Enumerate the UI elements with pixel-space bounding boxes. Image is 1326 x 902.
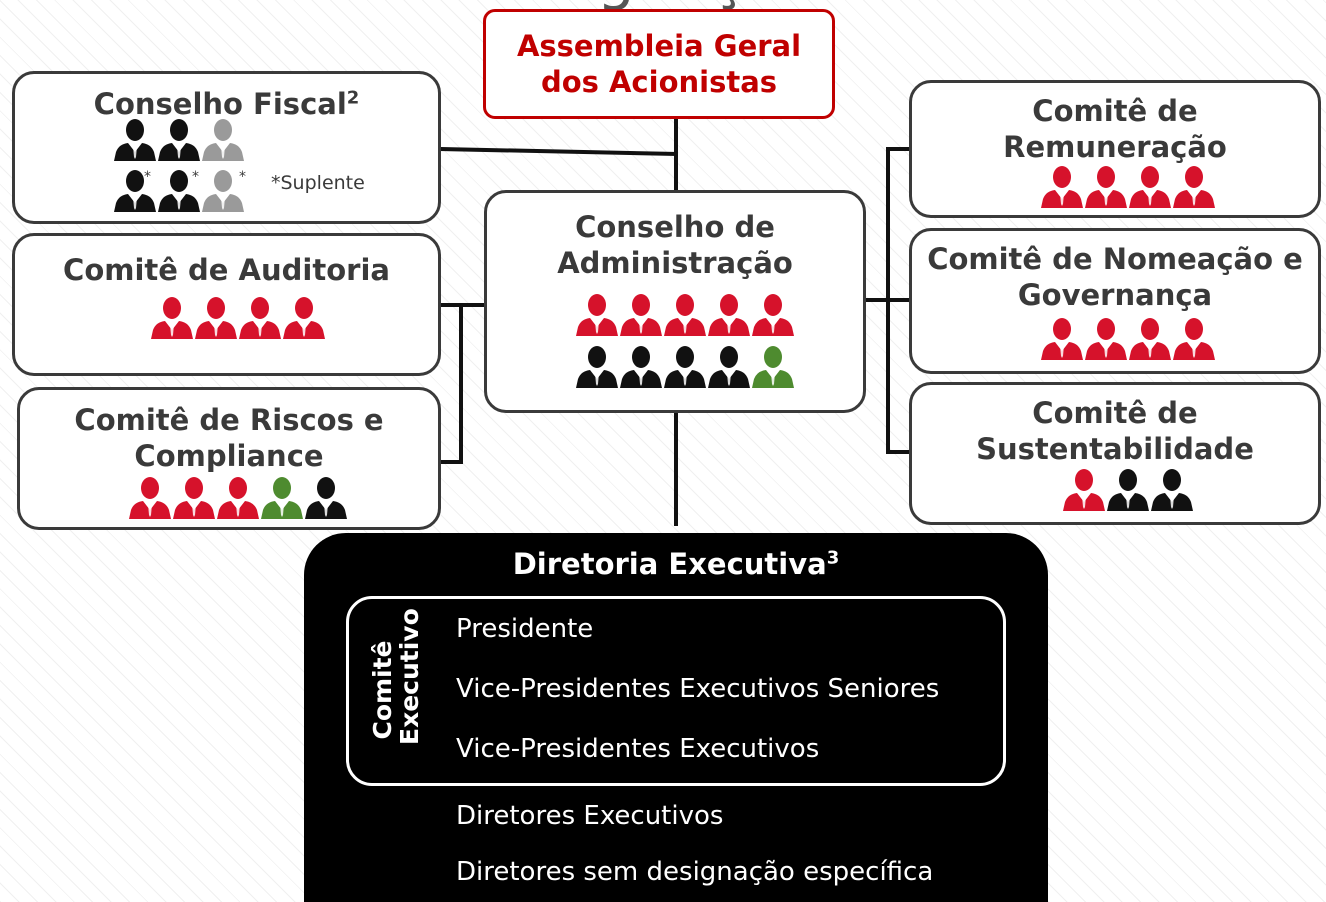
person-icon: [283, 297, 325, 339]
nomination-committee-title: Comitê de Nomeação e Governança: [927, 242, 1303, 312]
fiscal-members-row1: [114, 119, 244, 161]
risk-committee-title: Comitê de Riscos e Compliance: [74, 403, 384, 473]
role-senior-evp: Vice-Presidentes Executivos Seniores: [456, 674, 940, 704]
person-icon: [239, 297, 281, 339]
sustainability-members: [1063, 469, 1193, 511]
assembly-title: Assembleia Geral dos Acionistas: [516, 29, 802, 99]
board-members-row2: [576, 346, 794, 388]
person-icon: [173, 477, 215, 519]
person-icon: [1041, 318, 1083, 360]
assembly-box: Assembleia Geral dos Acionistas: [483, 9, 835, 119]
role-evp: Vice-Presidentes Executivos: [456, 734, 820, 764]
person-icon: [1107, 469, 1149, 511]
alternate-legend: *Suplente: [271, 172, 365, 194]
person-icon: [1173, 166, 1215, 208]
alternate-mark-1: *: [144, 169, 151, 185]
person-icon: [576, 346, 618, 388]
person-icon: [261, 477, 303, 519]
person-icon: [620, 294, 662, 336]
fiscal-council-title: Conselho Fiscal2: [93, 87, 360, 121]
nomination-committee-box: Comitê de Nomeação e Governança: [909, 228, 1321, 374]
person-icon: [708, 294, 750, 336]
person-icon: [620, 346, 662, 388]
remuneration-committee-title: Comitê de Remuneração: [1003, 94, 1227, 164]
person-icon: [114, 119, 156, 161]
person-icon: [129, 477, 171, 519]
person-icon: [158, 170, 200, 212]
person-icon: [708, 346, 750, 388]
person-icon: [158, 119, 200, 161]
role-executive-directors: Diretores Executivos: [456, 801, 724, 831]
executive-board-title: Diretoria Executiva3: [512, 547, 840, 581]
person-icon: [114, 170, 156, 212]
remuneration-members: [1041, 166, 1215, 208]
person-icon: [1129, 318, 1171, 360]
audit-members: [151, 297, 325, 339]
person-icon: [576, 294, 618, 336]
audit-committee-title: Comitê de Auditoria: [63, 253, 390, 287]
fiscal-members-row2: [114, 170, 244, 212]
executive-board-box: [304, 533, 1048, 902]
sustainability-committee-title: Comitê de Sustentabilidade: [976, 396, 1254, 466]
person-icon: [1085, 318, 1127, 360]
person-icon: [202, 119, 244, 161]
alternate-mark-3: *: [239, 169, 246, 185]
nomination-members: [1041, 318, 1215, 360]
role-president: Presidente: [456, 614, 594, 644]
executive-committee-box: [346, 596, 1006, 786]
board-title: Conselho de Administração: [557, 210, 793, 280]
person-icon: [1173, 318, 1215, 360]
connector-fiscal: [438, 146, 679, 157]
footnote-marker: 2: [346, 87, 360, 109]
board-members-row1: [576, 294, 794, 336]
person-icon: [151, 297, 193, 339]
person-icon: [1063, 469, 1105, 511]
risk-members: [129, 477, 347, 519]
audit-committee-box: Comitê de Auditoria: [12, 233, 441, 376]
person-icon: [1151, 469, 1193, 511]
person-icon: [195, 297, 237, 339]
role-directors-no-designation: Diretores sem designação específica: [456, 857, 934, 887]
person-icon: [1129, 166, 1171, 208]
person-icon: [664, 346, 706, 388]
person-icon: [1085, 166, 1127, 208]
person-icon: [752, 346, 794, 388]
person-icon: [664, 294, 706, 336]
person-icon: [217, 477, 259, 519]
person-icon: [305, 477, 347, 519]
executive-committee-label: Comitê Executivo: [368, 608, 424, 745]
person-icon: [202, 170, 244, 212]
person-icon: [1041, 166, 1083, 208]
remuneration-committee-box: Comitê de Remuneração: [909, 80, 1321, 218]
footnote-marker: 3: [826, 547, 840, 569]
alternate-mark-2: *: [192, 169, 199, 185]
person-icon: [752, 294, 794, 336]
